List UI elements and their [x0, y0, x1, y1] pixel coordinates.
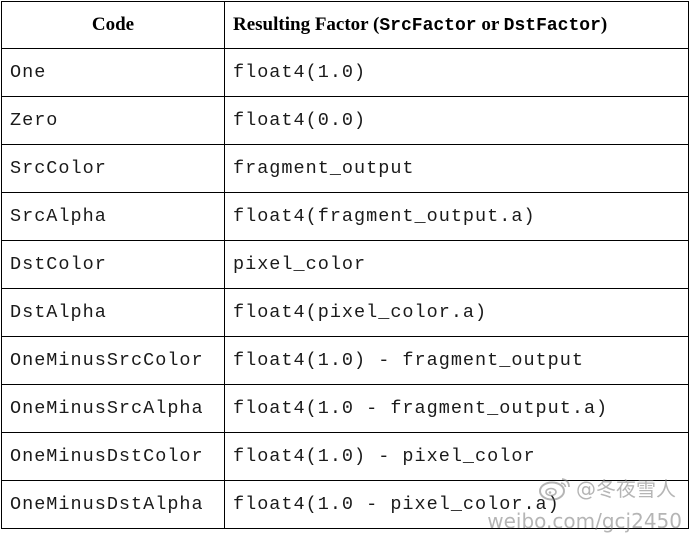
code-cell: DstColor [1, 240, 225, 289]
table-row: SrcAlpha float4(fragment_output.a) [1, 192, 689, 241]
code-cell: One [1, 48, 225, 97]
factor-header-src: SrcFactor [379, 16, 477, 36]
blend-factor-table: Code Resulting Factor (SrcFactor or DstF… [1, 1, 689, 529]
table-row: OneMinusSrcAlpha float4(1.0 - fragment_o… [1, 384, 689, 433]
factor-column-header: Resulting Factor (SrcFactor or DstFactor… [224, 1, 689, 49]
code-cell: OneMinusDstAlpha [1, 480, 225, 529]
table-row: One float4(1.0) [1, 48, 689, 97]
code-cell: OneMinusDstColor [1, 432, 225, 481]
factor-cell: fragment_output [224, 144, 689, 193]
code-cell: SrcAlpha [1, 192, 225, 241]
table-row: OneMinusDstColor float4(1.0) - pixel_col… [1, 432, 689, 481]
table-row: DstColor pixel_color [1, 240, 689, 289]
factor-cell: float4(fragment_output.a) [224, 192, 689, 241]
factor-header-prefix: Resulting Factor ( [233, 14, 380, 35]
factor-header-dst: DstFactor [503, 16, 601, 36]
table-row: OneMinusSrcColor float4(1.0) - fragment_… [1, 336, 689, 385]
code-cell: DstAlpha [1, 288, 225, 337]
factor-cell: float4(0.0) [224, 96, 689, 145]
factor-header-or: or [476, 14, 504, 35]
code-column-header: Code [1, 1, 225, 49]
factor-cell: float4(1.0) - fragment_output [224, 336, 689, 385]
factor-cell: float4(1.0) - pixel_color [224, 432, 689, 481]
table-row: DstAlpha float4(pixel_color.a) [1, 288, 689, 337]
code-cell: Zero [1, 96, 225, 145]
factor-cell: float4(pixel_color.a) [224, 288, 689, 337]
code-cell: SrcColor [1, 144, 225, 193]
factor-header-suffix: ) [600, 14, 608, 35]
table-row: SrcColor fragment_output [1, 144, 689, 193]
code-cell: OneMinusSrcColor [1, 336, 225, 385]
factor-cell: float4(1.0 - pixel_color.a) [224, 480, 689, 529]
code-cell: OneMinusSrcAlpha [1, 384, 225, 433]
table-row: Zero float4(0.0) [1, 96, 689, 145]
header-row: Code Resulting Factor (SrcFactor or DstF… [1, 1, 689, 49]
factor-cell: pixel_color [224, 240, 689, 289]
factor-cell: float4(1.0 - fragment_output.a) [224, 384, 689, 433]
table-row: OneMinusDstAlpha float4(1.0 - pixel_colo… [1, 480, 689, 529]
factor-cell: float4(1.0) [224, 48, 689, 97]
